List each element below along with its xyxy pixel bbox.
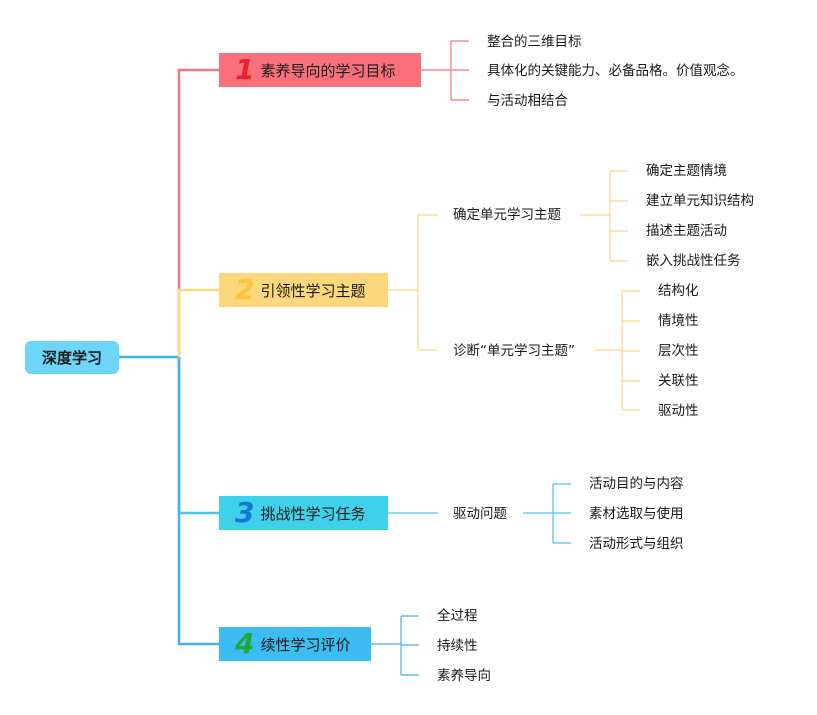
topic-1-number: 1 [235,53,255,86]
topic-2-sub-2-item-1[interactable]: 结构化 [658,283,699,299]
topic-2-sub-2-item-4[interactable]: 关联性 [658,373,699,389]
topic-2-sub-2-connector [594,290,640,411]
topic-2-sub-1-item-2[interactable]: 建立单元知识结构 [646,193,754,209]
topic-2-sub-2-item-2[interactable]: 情境性 [658,313,699,329]
topic-4-children-connector [371,615,419,676]
topic-2-connector [177,288,219,357]
topic-2-children-connector [388,214,438,351]
topic-2-sub-2-item-3[interactable]: 层次性 [658,343,699,359]
topic-2-sub-1-connector [580,170,628,262]
topic-4-node[interactable]: 4 续性学习评价 [219,627,371,661]
topic-2-label: 引领性学习主题 [260,281,366,300]
topic-3-label: 挑战性学习任务 [260,504,366,523]
topic-2-sub-1-item-1[interactable]: 确定主题情境 [646,163,727,179]
topic-2-sub-1-item-4[interactable]: 嵌入挑战性任务 [646,253,741,269]
topic-4-number: 4 [235,627,255,660]
topic-2-number: 2 [235,273,255,306]
topic-1-children-connector [421,40,469,101]
topic-2-sub-1[interactable]: 确定单元学习主题 [453,207,561,223]
topic-3-number: 3 [235,496,255,529]
topic-3-node[interactable]: 3 挑战性学习任务 [219,496,388,530]
topic-4-item-3[interactable]: 素养导向 [437,668,491,684]
topic-2-sub-2-item-5[interactable]: 驱动性 [658,403,699,419]
topic-1-label: 素养导向的学习目标 [260,61,396,80]
topic-3-sub-1-connector [523,483,571,544]
topic-4-label: 续性学习评价 [260,635,351,654]
topic-2-sub-1-item-3[interactable]: 描述主题活动 [646,223,727,239]
topic-3-sub-1-item-1[interactable]: 活动目的与内容 [589,476,684,492]
topic-2-node[interactable]: 2 引领性学习主题 [219,273,388,307]
topic-4-connector [177,357,219,646]
root-node[interactable]: 深度学习 [25,341,119,374]
topic-1-node[interactable]: 1 素养导向的学习目标 [219,53,421,87]
topic-1-connector [177,68,219,357]
topic-1-item-3[interactable]: 与活动相结合 [487,93,568,109]
topic-3-sub-1[interactable]: 驱动问题 [453,506,507,522]
topic-2-sub-2[interactable]: 诊断“单元学习主题” [453,343,575,359]
topic-3-sub-1-item-3[interactable]: 活动形式与组织 [589,536,684,552]
topic-1-item-1[interactable]: 整合的三维目标 [487,34,582,50]
topic-1-item-2[interactable]: 具体化的关键能力、必备品格。价值观念。 [487,63,744,79]
topic-4-item-2[interactable]: 持续性 [437,638,478,654]
topic-3-sub-1-item-2[interactable]: 素材选取与使用 [589,506,684,522]
topic-3-connector [177,357,219,515]
topic-4-item-1[interactable]: 全过程 [437,608,478,624]
